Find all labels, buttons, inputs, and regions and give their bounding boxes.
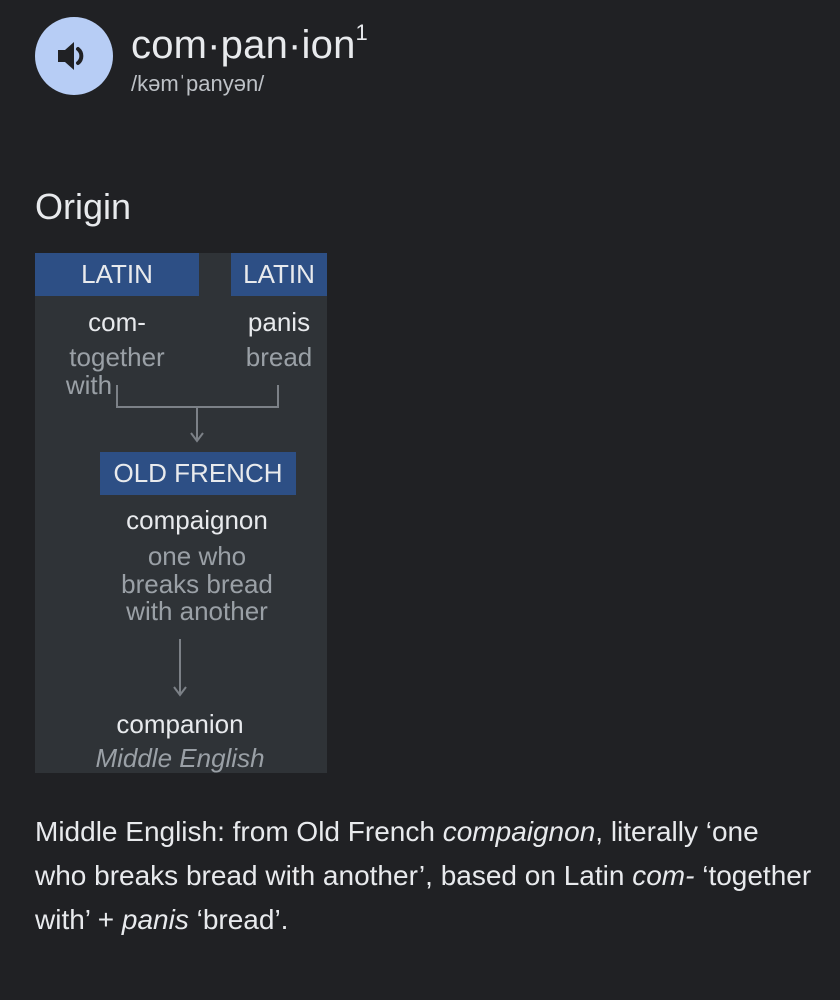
etymology-part-6: panis [121, 904, 189, 935]
etymology-part-4: com- [632, 860, 695, 891]
language-label-latin-left: LATIN [35, 253, 199, 296]
speaker-icon [58, 42, 84, 70]
source-gloss-com-line2: with [65, 370, 113, 400]
pronunciation-audio-button[interactable] [35, 17, 113, 95]
etymology-text: Middle English: from Old French compaign… [35, 810, 815, 942]
language-label-old-french: OLD FRENCH [100, 452, 296, 495]
etymology-part-3: , literally ‘one who breaks bread with a… [35, 816, 759, 891]
entry-header: com·pan·ion1 /kəmˈpanyən/ [35, 17, 815, 107]
source-form-com: com- [88, 307, 146, 337]
etymology-part-2: compaignon [442, 816, 596, 847]
language-label-latin-right: LATIN [231, 253, 327, 296]
phonetic-transcription: /kəmˈpanyən/ [131, 71, 265, 96]
source-gloss-panis: bread [245, 342, 313, 372]
arrow-head-1 [190, 432, 204, 443]
etymology-part-5: ‘together with’ + [35, 860, 812, 935]
result-form: companion [116, 709, 244, 739]
source-form-panis: panis [247, 307, 311, 337]
origin-heading: Origin [35, 186, 132, 227]
source-gloss-com-line1: together [69, 342, 165, 372]
etymology-diagram: LATIN LATIN com- together with panis bre… [35, 253, 327, 773]
headword: com·pan·ion1 [131, 19, 368, 68]
result-language: Middle English [95, 743, 265, 773]
intermediate-form: compaignon [126, 505, 268, 535]
intermediate-gloss-line3: with another [126, 596, 268, 626]
headword-text: com·pan·ion [131, 23, 356, 67]
etymology-part-7: ‘bread’. [188, 904, 289, 935]
homograph-number: 1 [355, 19, 368, 45]
intermediate-gloss-line1: one who [147, 541, 247, 571]
intermediate-gloss-line2: breaks bread [121, 569, 273, 599]
etymology-part-1: Middle English: from Old French [35, 816, 443, 847]
arrow-head-2 [173, 686, 187, 697]
